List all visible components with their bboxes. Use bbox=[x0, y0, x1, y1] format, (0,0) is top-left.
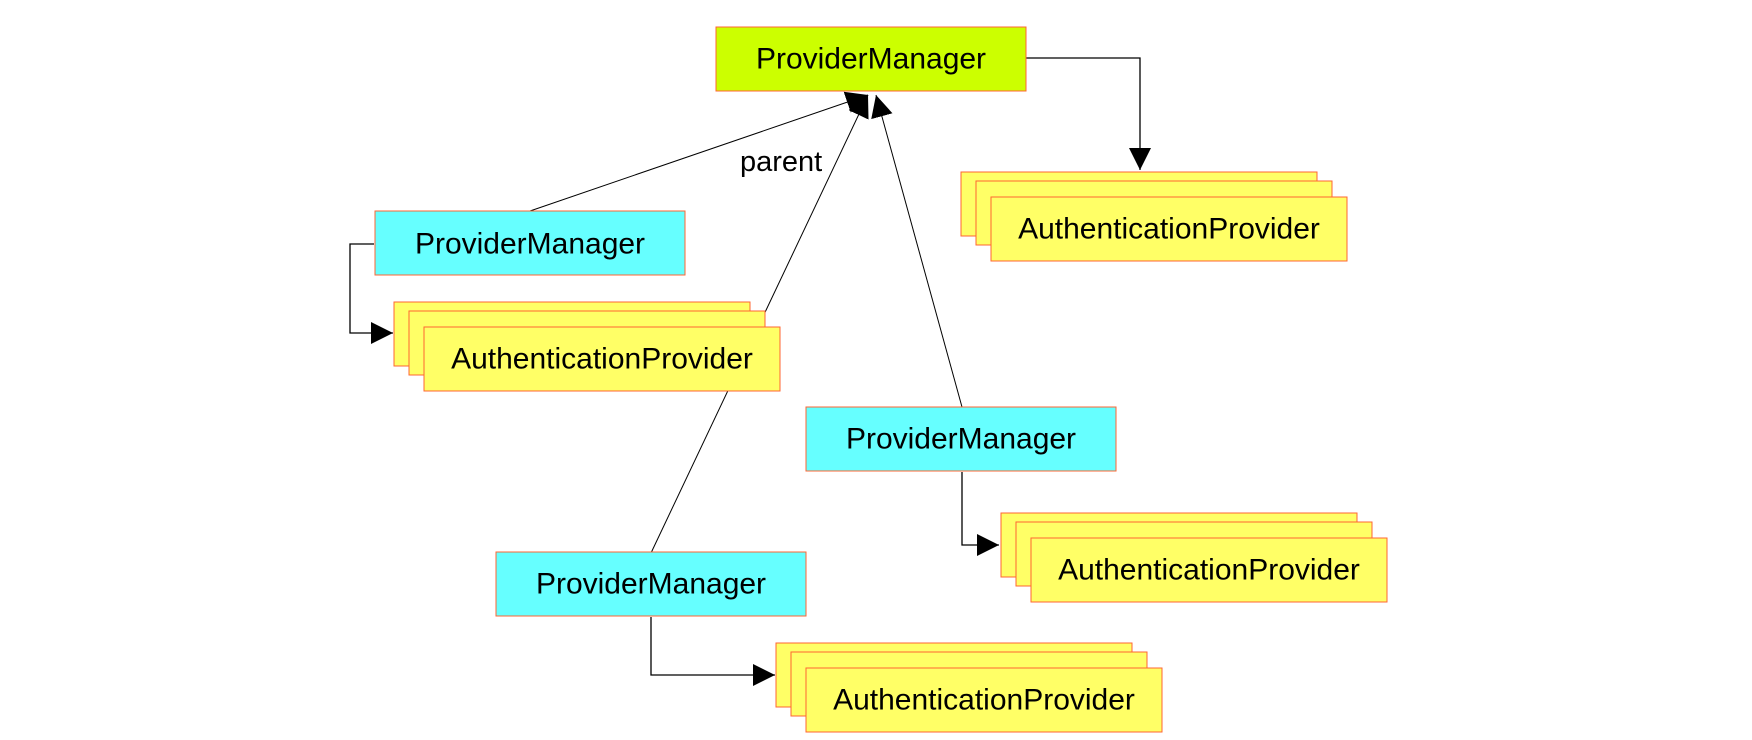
provider-card-front bbox=[805, 667, 1163, 733]
left-provider-manager: ProviderManager bbox=[374, 210, 686, 276]
connector-left-to-providers bbox=[349, 243, 393, 344]
right-provider-manager-label: ProviderManager bbox=[846, 423, 1076, 456]
parent-edge-right bbox=[871, 94, 963, 408]
root-authentication-provider-stack: AuthenticationProvider bbox=[960, 171, 1348, 262]
provider-label: AuthenticationProvider bbox=[833, 684, 1135, 717]
right-provider-manager: ProviderManager bbox=[805, 406, 1117, 472]
provider-label: AuthenticationProvider bbox=[1018, 213, 1320, 246]
left-authentication-provider-stack: AuthenticationProvider bbox=[393, 301, 781, 392]
left-provider-manager-label: ProviderManager bbox=[415, 228, 645, 261]
parent-label: parent bbox=[740, 146, 822, 178]
left-provider-manager-box bbox=[374, 210, 686, 276]
provider-label: AuthenticationProvider bbox=[451, 343, 753, 376]
root-provider-manager: ProviderManager bbox=[715, 26, 1027, 92]
provider-card-front bbox=[423, 326, 781, 392]
right-provider-manager-box bbox=[805, 406, 1117, 472]
bottom-provider-manager-label: ProviderManager bbox=[536, 568, 766, 601]
provider-card-front bbox=[990, 196, 1348, 262]
provider-label: AuthenticationProvider bbox=[1058, 554, 1360, 587]
root-provider-manager-box bbox=[715, 26, 1027, 92]
bottom-provider-manager-box bbox=[495, 551, 807, 617]
connector-right-to-providers bbox=[961, 472, 999, 556]
right-authentication-provider-stack: AuthenticationProvider bbox=[1000, 512, 1388, 603]
bottom-authentication-provider-stack: AuthenticationProvider bbox=[775, 642, 1163, 733]
provider-card-front bbox=[1030, 537, 1388, 603]
parent-edge-left bbox=[529, 91, 869, 212]
connector-root-to-providers bbox=[1025, 57, 1151, 170]
connector-bottom-to-providers bbox=[650, 617, 775, 686]
root-provider-manager-label: ProviderManager bbox=[756, 43, 986, 76]
bottom-provider-manager: ProviderManager bbox=[495, 551, 807, 617]
